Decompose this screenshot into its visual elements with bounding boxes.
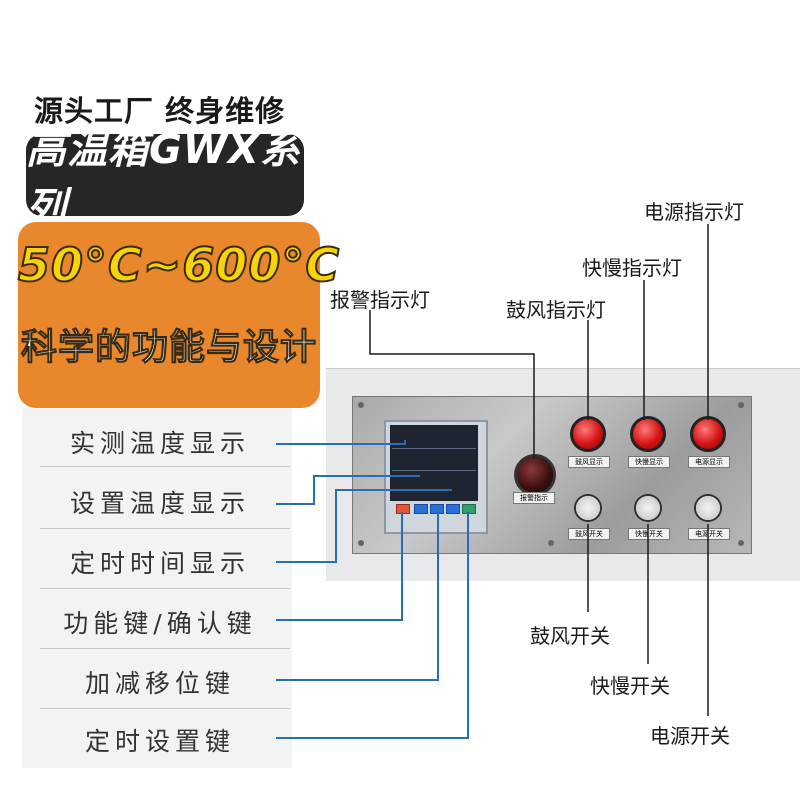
row-divider [40,588,290,589]
power-switch[interactable] [694,494,722,522]
shift-key[interactable] [414,504,428,514]
lcd-divider [392,470,476,471]
power-switch-label: 电源开关 [688,528,730,540]
lcd-divider [392,448,476,449]
callout-speed-light: 快慢指示灯 [582,256,682,280]
row-divider [40,648,290,649]
plus-key[interactable] [446,504,460,514]
promo-box [18,222,320,408]
alarm-light-label: 报警指示 [513,492,555,504]
feature-set-temp: 设置温度显示 [69,489,250,518]
leader-plus-minus-key [276,512,439,681]
row-divider [40,528,290,529]
row-divider [40,708,290,709]
callout-power-light: 电源指示灯 [644,200,744,224]
feature-function-key: 功能键/确认键 [63,609,257,638]
screw [738,402,744,408]
callout-blower-light: 鼓风指示灯 [506,298,606,322]
blower-switch-label: 鼓风开关 [568,528,610,540]
series-title: 高温箱GWX系列 [26,127,304,231]
blower-switch[interactable] [574,494,602,522]
controller-lcd [390,425,478,501]
feature-timer-set-key: 定时设置键 [84,727,235,756]
leader-timer-display [276,489,452,563]
slogan: 科学的功能与设计 [20,327,317,369]
row-divider [40,466,290,467]
speed-indicator-label: 快慢显示 [628,456,670,468]
leader-alarm-light [369,310,535,458]
screw [358,540,364,546]
leader-set-temp [276,475,420,505]
callout-alarm-light: 报警指示灯 [330,288,430,312]
blower-indicator-lamp [570,416,606,452]
feature-timer-display: 定时时间显示 [69,549,250,578]
temperature-range: 50°C~600°C [17,237,341,293]
leader-actual-temp [276,440,406,445]
feature-plus-minus-key: 加减移位键 [84,669,235,698]
speed-switch[interactable] [634,494,662,522]
callout-speed-switch: 快慢开关 [590,674,670,698]
screw [548,540,554,546]
blower-indicator-label: 鼓风显示 [568,456,610,468]
power-indicator-label: 电源显示 [688,456,730,468]
speed-indicator-lamp [630,416,666,452]
callout-blower-switch: 鼓风开关 [530,624,610,648]
screw [358,402,364,408]
speed-switch-label: 快慢开关 [628,528,670,540]
tagline: 源头工厂 终身维修 [34,94,286,128]
leader-function-key [276,512,403,621]
callout-power-switch: 电源开关 [650,724,730,748]
feature-actual-temp: 实测温度显示 [69,429,250,458]
screw [738,540,744,546]
leader-timer-set-key [276,512,469,739]
